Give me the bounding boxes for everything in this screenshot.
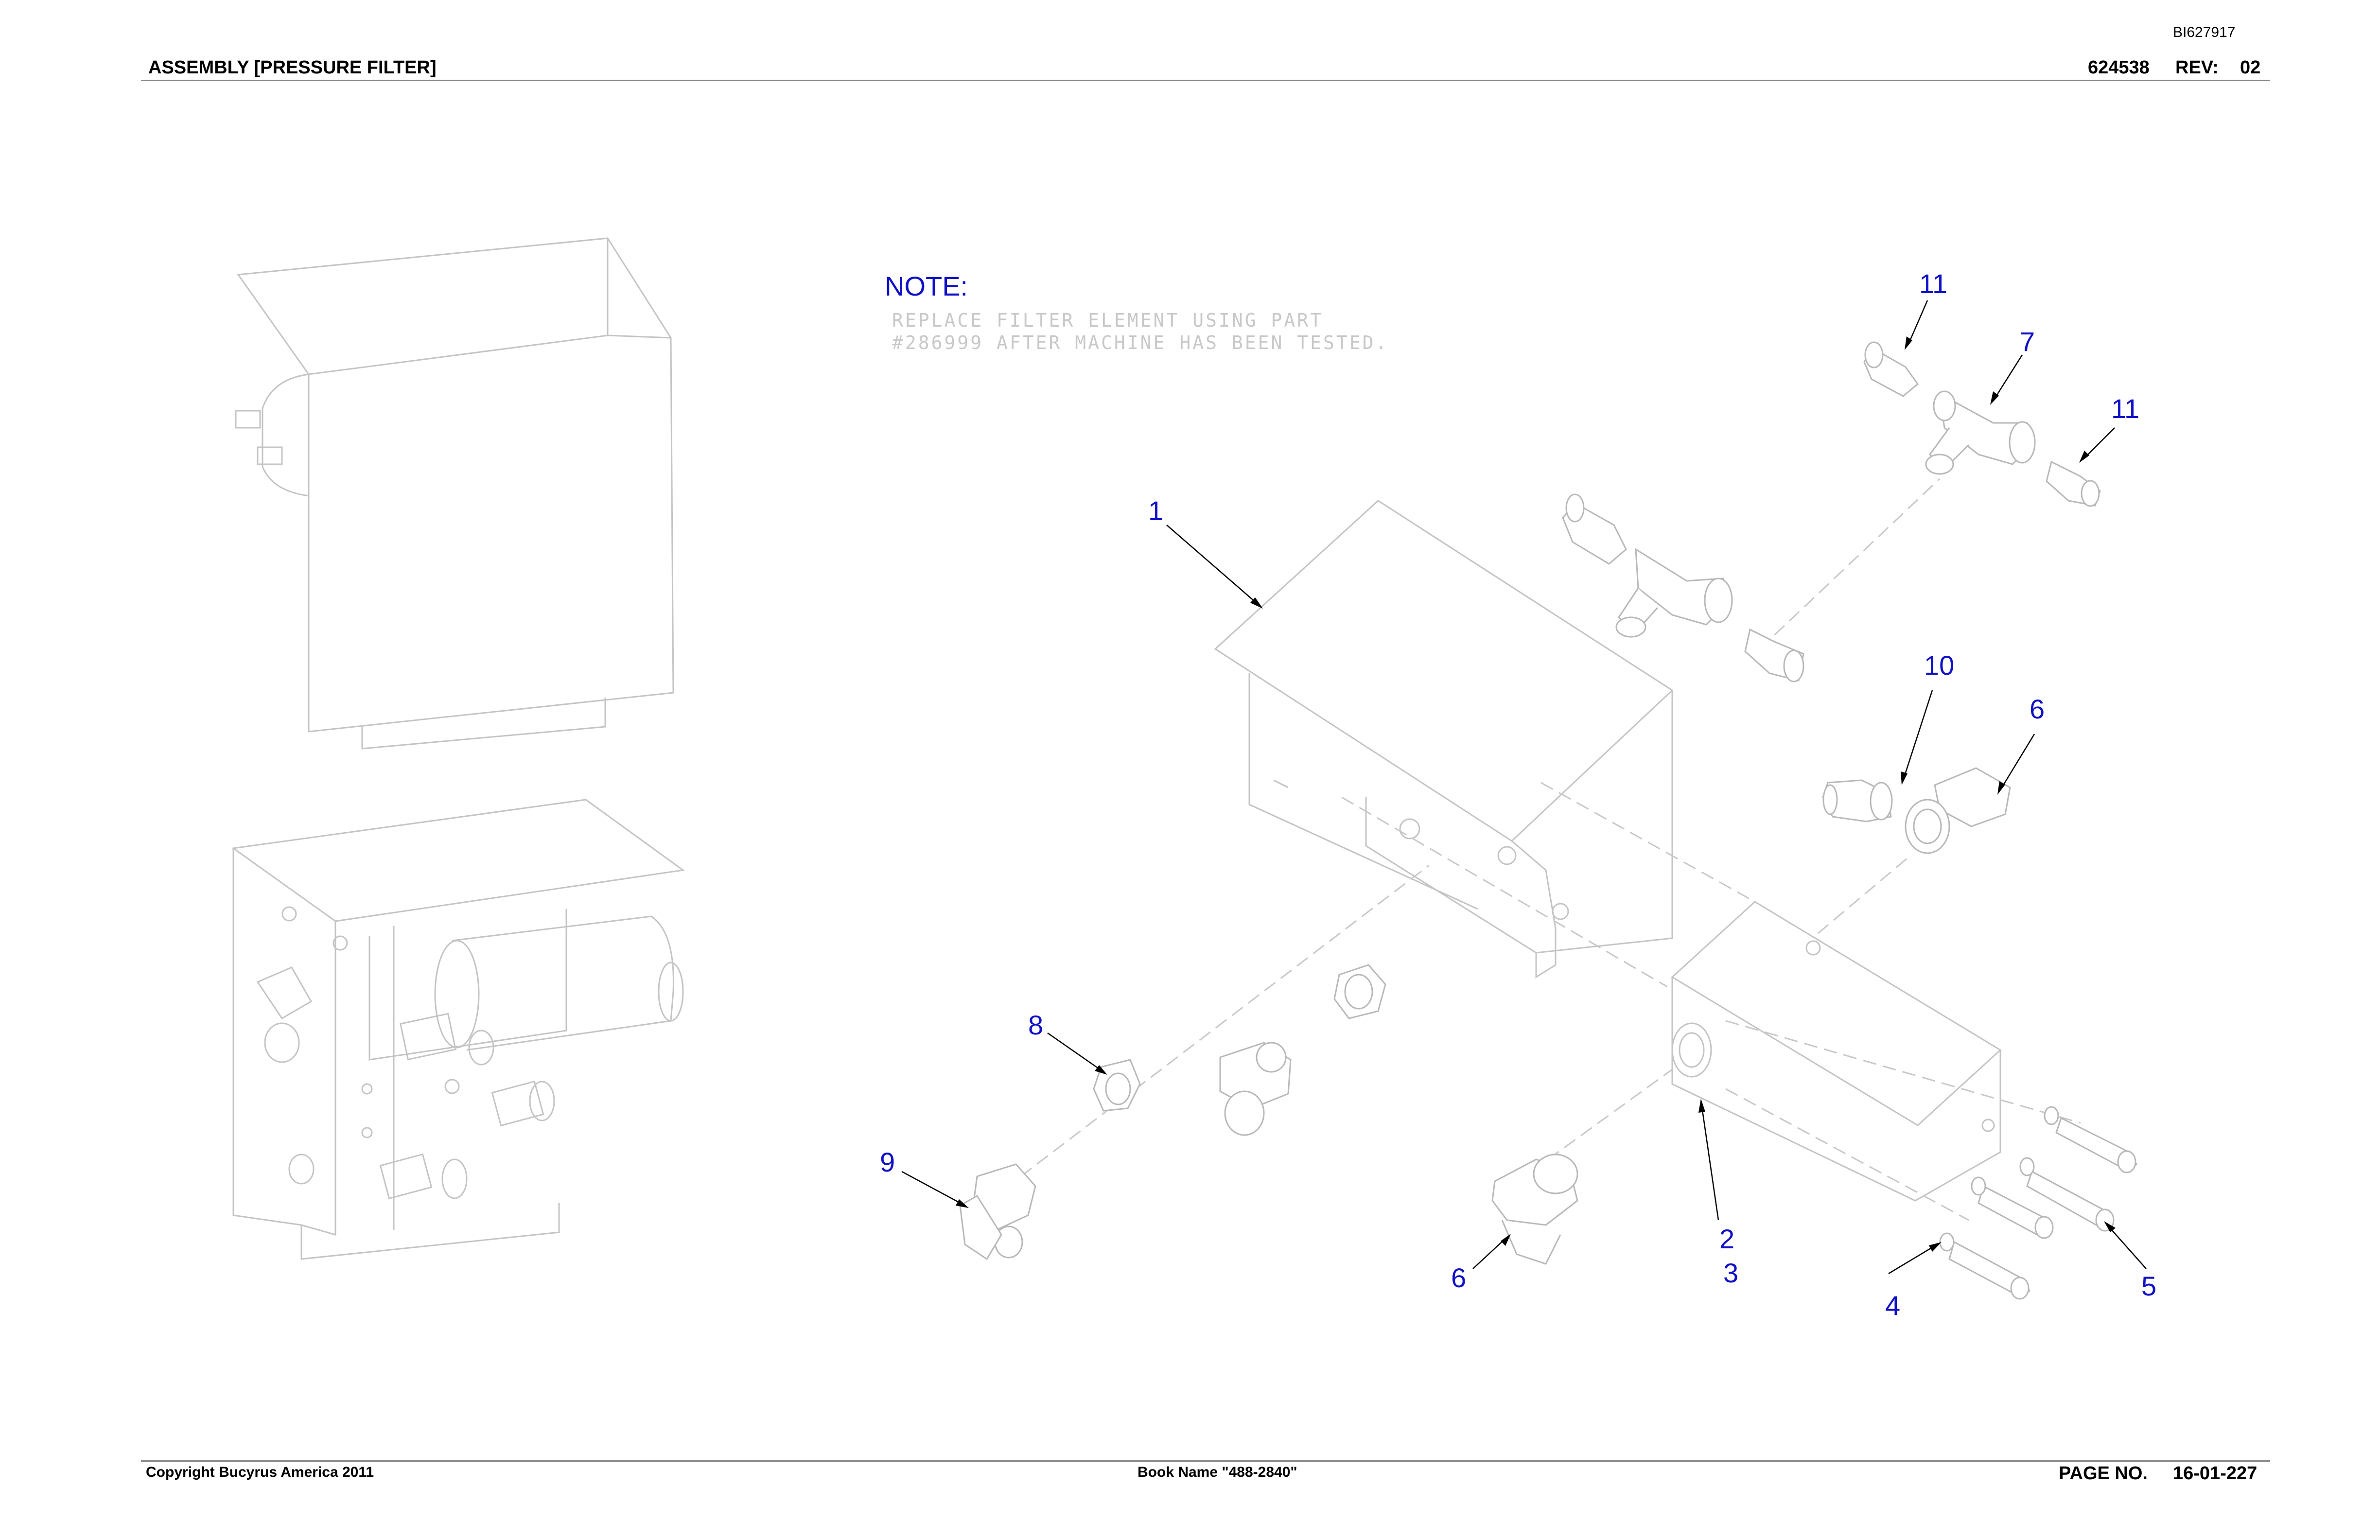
note-title: NOTE: — [885, 271, 968, 301]
tee-fitting-7 — [1925, 390, 2036, 475]
page-title: ASSEMBLY [PRESSURE FILTER] — [148, 57, 437, 78]
callout-5: 5 — [2141, 1271, 2156, 1301]
washer-lower — [1971, 1176, 1986, 1196]
document-id: BI627917 — [2173, 24, 2236, 40]
elbow-fitting-6-bottom — [1491, 1154, 1578, 1265]
centerline-bracket-down — [1341, 796, 1668, 988]
note-line-1: REPLACE FILTER ELEMENT USING PART — [892, 310, 1323, 331]
leader-lines — [901, 300, 2147, 1275]
callout-1: 1 — [1148, 495, 1163, 526]
rev-label: REV: — [2175, 57, 2219, 78]
adapter-fitting-10 — [1822, 779, 1893, 822]
callout-7: 7 — [2020, 326, 2035, 357]
callout-9: 9 — [880, 1147, 895, 1177]
right-fittings-group — [1822, 767, 2011, 854]
fitting-right-upper — [1744, 628, 1804, 682]
header-rule — [141, 80, 2270, 81]
centerline-right-fittings — [1818, 855, 1911, 934]
callout-6-right: 6 — [2030, 694, 2045, 724]
assembled-view-filter — [231, 799, 685, 1260]
book-name: Book Name "488-2840" — [1138, 1464, 1297, 1480]
page-number-value: 16-01-227 — [2173, 1463, 2258, 1484]
centerline-left-port — [1020, 864, 1430, 1177]
washer-bottom — [1939, 1232, 1955, 1252]
elbow-fitting-left — [1219, 1042, 1292, 1136]
callout-11-top-right: 11 — [2111, 393, 2139, 424]
tee-fitting-9 — [959, 1163, 1036, 1260]
callout-11-top-left: 11 — [1919, 268, 1947, 299]
filter-head-bracket — [1214, 500, 1674, 979]
callout-8: 8 — [1028, 1010, 1043, 1040]
footer-rule — [141, 1460, 2270, 1462]
bolt-bottom — [1948, 1241, 2030, 1300]
rev-value: 02 — [2240, 57, 2261, 78]
tee-fitting-upper — [1615, 548, 1733, 638]
washer-middle — [2019, 1157, 2035, 1176]
centerline-bolt-1 — [1725, 1020, 2081, 1124]
callout-10: 10 — [1924, 650, 1954, 681]
callout-4: 4 — [1885, 1290, 1900, 1321]
centerline-bracket-block — [1540, 782, 1755, 903]
callout-2: 2 — [1719, 1224, 1734, 1254]
washer-top — [2044, 1106, 2059, 1125]
fitting-11-top-right — [2046, 460, 2101, 507]
page-number-label: PAGE NO. — [2059, 1463, 2148, 1484]
fitting-11-top-left — [1863, 341, 1919, 397]
bolt-lower — [1978, 1185, 2054, 1239]
assembled-view-cover — [235, 237, 674, 750]
upper-fittings-group — [1562, 341, 2101, 682]
fitting-left-upper — [1562, 493, 1627, 565]
nut-fitting-upper — [1333, 964, 1386, 1019]
part-number: 624538 — [2088, 57, 2150, 78]
left-fittings-group — [959, 964, 1578, 1265]
centerline-bolt-2 — [1725, 1088, 1969, 1221]
elbow-fitting-6-right — [1905, 767, 2011, 854]
bolts-and-washers — [1939, 1106, 2137, 1300]
copyright: Copyright Bucyrus America 2011 — [146, 1464, 374, 1480]
note-line-2: #286999 AFTER MACHINE HAS BEEN TESTED. — [892, 332, 1388, 353]
bolt-top — [2055, 1117, 2137, 1173]
callout-6-bottom: 6 — [1451, 1262, 1466, 1293]
filter-head-block — [1671, 901, 2002, 1202]
centerline-top-fittings — [1759, 478, 1941, 650]
callout-3: 3 — [1723, 1258, 1738, 1288]
